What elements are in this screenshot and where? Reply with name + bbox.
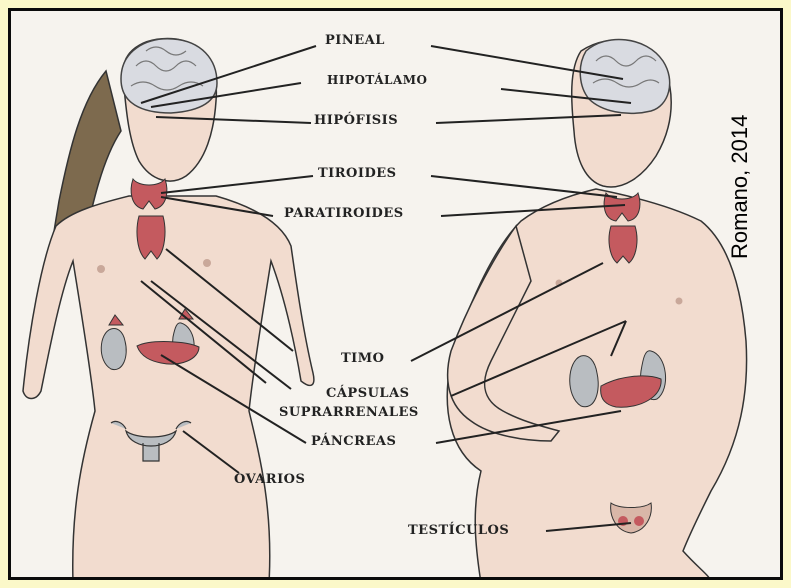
male-nipple-right bbox=[676, 298, 683, 305]
female-kidney-left bbox=[101, 329, 126, 370]
label-timo: TIMO bbox=[341, 351, 384, 366]
label-tiroides: TIROIDES bbox=[318, 166, 397, 181]
label-paratiroides: PARATIROIDES bbox=[284, 206, 404, 221]
label-pineal: PINEAL bbox=[325, 33, 385, 48]
label-hipotalamo: HIPOTÁLAMO bbox=[327, 73, 428, 87]
male-kidney-left bbox=[570, 356, 598, 407]
label-pancreas: PÁNCREAS bbox=[311, 434, 396, 449]
female-figure bbox=[23, 38, 314, 580]
label-suprarrenales: SUPRARRENALES bbox=[279, 405, 419, 420]
female-breast-right bbox=[203, 259, 211, 267]
female-brain bbox=[121, 39, 217, 113]
diagram-frame: PINEAL HIPOTÁLAMO HIPÓFISIS TIROIDES PAR… bbox=[8, 8, 783, 580]
label-testiculos: TESTÍCULOS bbox=[408, 523, 509, 538]
female-breast-left bbox=[97, 265, 105, 273]
credit-text: Romano, 2014 bbox=[727, 115, 753, 259]
label-ovarios: OVARIOS bbox=[234, 472, 305, 487]
male-testis-right bbox=[634, 516, 644, 526]
endocrine-illustration bbox=[11, 11, 783, 580]
label-capsulas: CÁPSULAS bbox=[326, 386, 410, 401]
female-body bbox=[23, 196, 314, 580]
label-hipofisis: HIPÓFISIS bbox=[314, 113, 398, 128]
